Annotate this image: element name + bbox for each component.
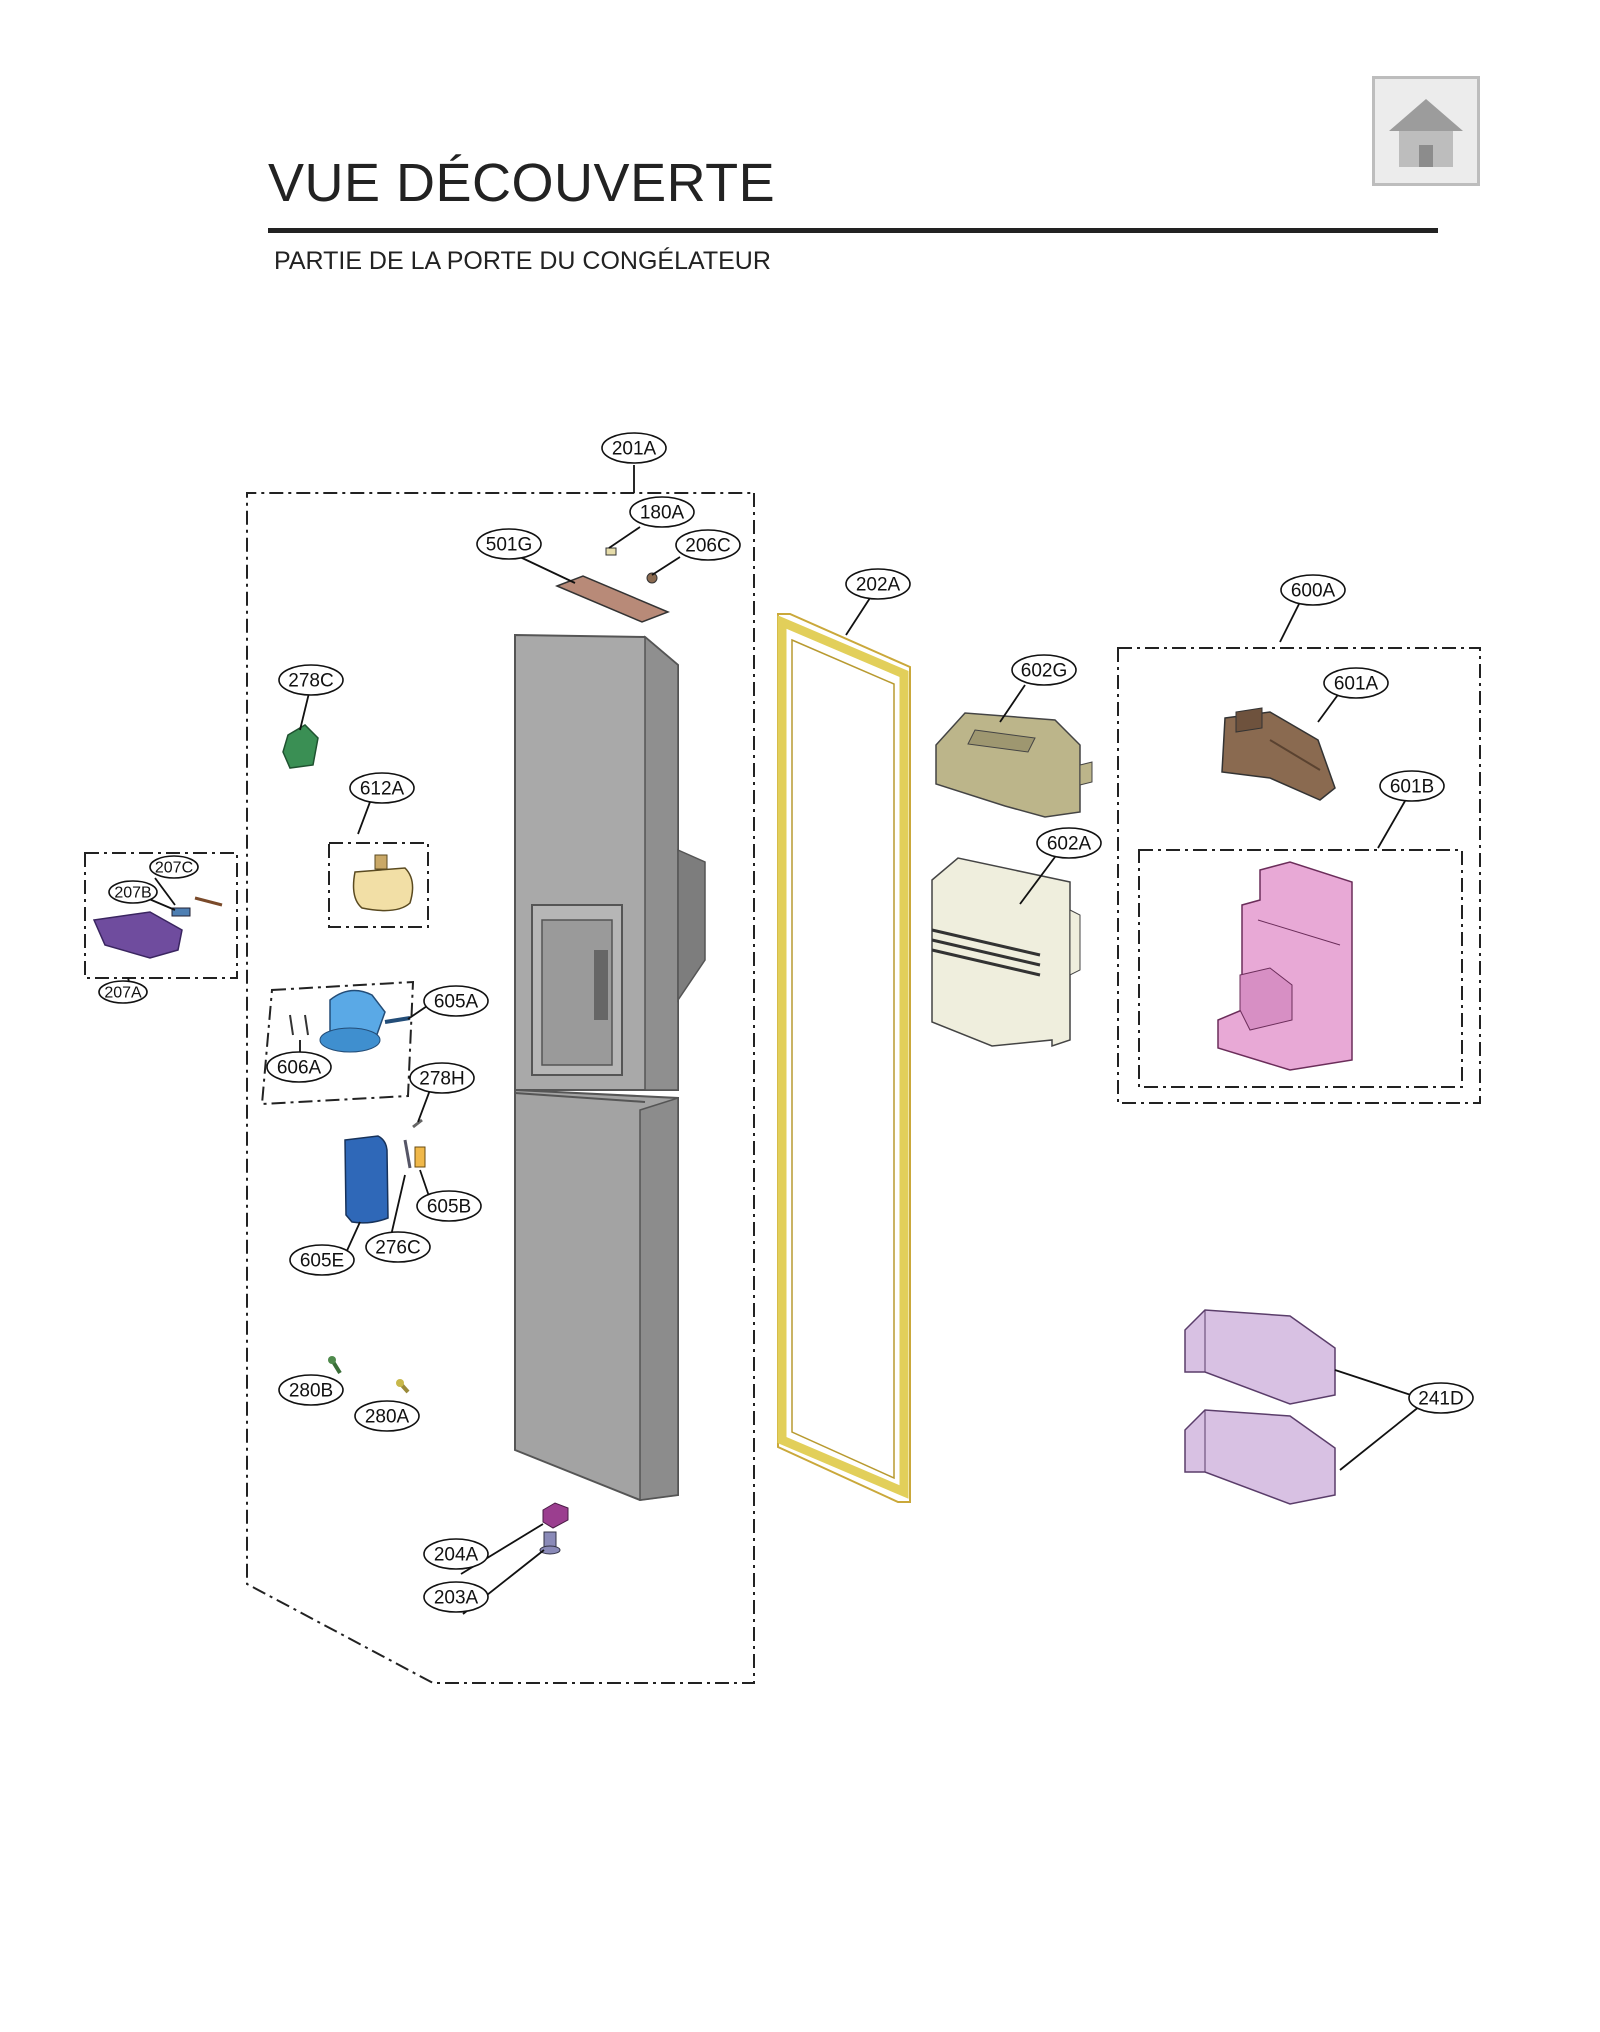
- callout-203A[interactable]: 203A: [423, 1581, 489, 1613]
- ice-maker-motor-part: [1221, 707, 1336, 801]
- group-605A-boundary: [260, 980, 415, 1106]
- callout-601B[interactable]: 601B: [1379, 770, 1445, 802]
- callout-207B[interactable]: 207B: [108, 880, 158, 904]
- screw-280B-part: [328, 1356, 342, 1375]
- page-subtitle: PARTIE DE LA PORTE DU CONGÉLATEUR: [274, 247, 771, 275]
- dispenser-cover-part: [344, 1135, 389, 1224]
- callout-280A[interactable]: 280A: [354, 1400, 420, 1432]
- page-title: VUE DÉCOUVERTE: [268, 153, 776, 213]
- screw-part: [646, 572, 658, 584]
- callout-280B[interactable]: 280B: [278, 1374, 344, 1406]
- svg-text:206C: 206C: [685, 536, 730, 557]
- svg-text:612A: 612A: [360, 779, 405, 800]
- callout-605A[interactable]: 605A: [423, 985, 489, 1017]
- callout-241D[interactable]: 241D: [1408, 1382, 1474, 1414]
- svg-text:602A: 602A: [1047, 834, 1092, 855]
- title-divider: [268, 228, 1438, 233]
- hinge-pin-part: [539, 1531, 561, 1555]
- door-gasket-part: [777, 613, 911, 1503]
- callout-276C[interactable]: 276C: [365, 1231, 431, 1263]
- group-207A-boundary: [84, 852, 238, 979]
- callout-606A[interactable]: 606A: [266, 1051, 332, 1083]
- hinge-part: [282, 724, 319, 769]
- svg-text:605B: 605B: [427, 1197, 471, 1218]
- svg-text:204A: 204A: [434, 1545, 479, 1566]
- svg-text:278H: 278H: [419, 1069, 464, 1090]
- svg-text:278C: 278C: [288, 671, 333, 692]
- home-button[interactable]: [1372, 76, 1480, 186]
- callout-501G[interactable]: 501G: [476, 528, 542, 560]
- screw-280A-part: [396, 1379, 410, 1394]
- group-612A-boundary: [328, 842, 429, 928]
- svg-text:605A: 605A: [434, 992, 479, 1013]
- door-bin-upper-part: [1184, 1309, 1336, 1405]
- group-601B-boundary: [1138, 849, 1463, 1088]
- callout-207A[interactable]: 207A: [98, 980, 148, 1004]
- auger-part: [289, 989, 411, 1053]
- svg-text:602G: 602G: [1021, 661, 1067, 682]
- svg-text:280A: 280A: [365, 1407, 410, 1428]
- callout-602G[interactable]: 602G: [1011, 654, 1077, 686]
- svg-text:202A: 202A: [856, 575, 901, 596]
- door-panel: [514, 633, 706, 1502]
- callout-206C[interactable]: 206C: [675, 529, 741, 561]
- svg-text:203A: 203A: [434, 1588, 479, 1609]
- callout-278H[interactable]: 278H: [409, 1062, 475, 1094]
- home-icon: [1389, 99, 1463, 167]
- ice-maker-housing-part: [1217, 861, 1353, 1071]
- svg-text:600A: 600A: [1291, 581, 1336, 602]
- spring-part: [412, 1118, 423, 1129]
- door-bin-lower-part: [1184, 1409, 1336, 1505]
- svg-text:241D: 241D: [1418, 1389, 1463, 1410]
- callout-612A[interactable]: 612A: [349, 772, 415, 804]
- callout-201A[interactable]: 201A: [601, 432, 667, 464]
- svg-text:605E: 605E: [300, 1251, 344, 1272]
- dispenser-flap-part: [352, 854, 414, 912]
- callout-602A[interactable]: 602A: [1036, 827, 1102, 859]
- svg-text:601A: 601A: [1334, 674, 1379, 695]
- svg-text:207C: 207C: [155, 860, 193, 877]
- callout-601A[interactable]: 601A: [1323, 667, 1389, 699]
- top-cap-part: [554, 575, 671, 623]
- callout-278C[interactable]: 278C: [278, 664, 344, 696]
- rod-part: [403, 1139, 412, 1169]
- callout-207C[interactable]: 207C: [149, 855, 199, 879]
- bracket-assembly-part: [92, 896, 223, 959]
- svg-text:601B: 601B: [1390, 777, 1434, 798]
- svg-text:207B: 207B: [114, 885, 151, 902]
- svg-text:207A: 207A: [104, 985, 142, 1002]
- hinge-cap-part: [542, 1502, 569, 1529]
- switch-part: [414, 1146, 426, 1168]
- svg-text:180A: 180A: [640, 503, 685, 524]
- ice-bin-lid-part: [935, 712, 1093, 818]
- svg-text:501G: 501G: [486, 535, 532, 556]
- callout-605B[interactable]: 605B: [416, 1190, 482, 1222]
- callout-204A[interactable]: 204A: [423, 1538, 489, 1570]
- svg-text:276C: 276C: [375, 1238, 420, 1259]
- group-201A-boundary: [246, 492, 755, 1684]
- svg-text:606A: 606A: [277, 1058, 322, 1079]
- callout-180A[interactable]: 180A: [629, 496, 695, 528]
- clip-part: [605, 547, 617, 556]
- group-600A-boundary: [1117, 647, 1481, 1104]
- callout-600A[interactable]: 600A: [1280, 574, 1346, 606]
- svg-text:280B: 280B: [289, 1381, 333, 1402]
- svg-text:201A: 201A: [612, 439, 657, 460]
- callout-202A[interactable]: 202A: [845, 568, 911, 600]
- callout-605E[interactable]: 605E: [289, 1244, 355, 1276]
- ice-bucket-part: [931, 857, 1081, 1048]
